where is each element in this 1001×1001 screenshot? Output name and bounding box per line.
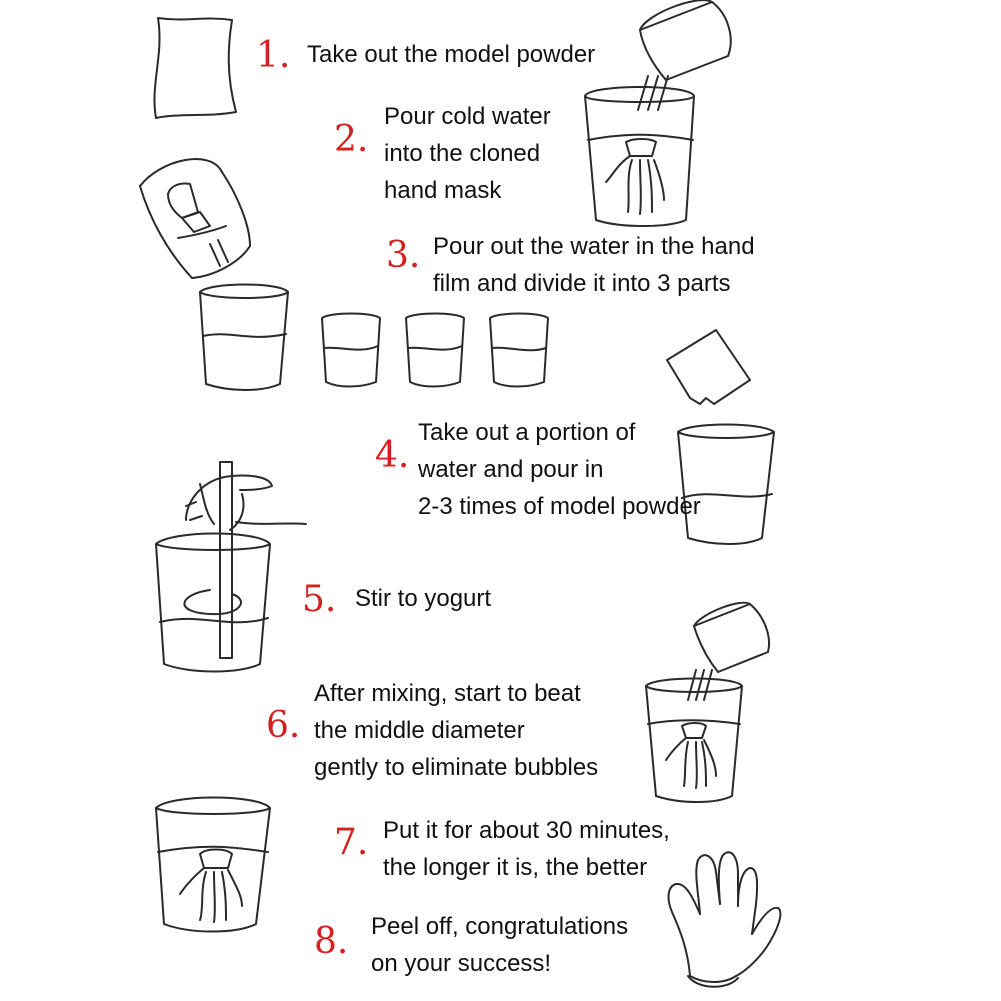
step-text-line: the middle diameter xyxy=(314,712,598,749)
powder-cup-icon xyxy=(640,0,731,80)
step-text: Stir to yogurt xyxy=(355,580,491,617)
step-number: 1. xyxy=(256,38,290,74)
step-text-line: gently to eliminate bubbles xyxy=(314,749,598,786)
step-text-line: hand mask xyxy=(384,172,551,209)
step-number: 4. xyxy=(375,438,409,474)
water-cup-hand-mask-icon xyxy=(646,679,742,803)
step-text-line: 2-3 times of model powder xyxy=(418,488,701,525)
step-text: Take out the model powder xyxy=(307,36,595,73)
step-number: 7. xyxy=(334,825,368,861)
step-text-line: water and pour in xyxy=(418,451,701,488)
submerged-hand-cup-icon xyxy=(156,798,270,932)
step-number: 3. xyxy=(386,238,420,274)
small-water-cup-icon xyxy=(406,314,464,387)
pour-lines-icon xyxy=(688,670,712,700)
step-text-line: on your success! xyxy=(371,945,628,982)
pour-lines-icon xyxy=(638,76,668,110)
step-text: Pour cold water into the cloned hand mas… xyxy=(384,98,551,209)
step-number: 5. xyxy=(302,582,336,618)
hand-stirring-icon xyxy=(186,462,306,658)
step-text-line: Pour cold water xyxy=(384,98,551,135)
step-number: 2. xyxy=(334,122,368,158)
step-text-line: the longer it is, the better xyxy=(383,849,670,886)
step-text-line: Stir to yogurt xyxy=(355,580,491,617)
large-water-cup-icon xyxy=(200,285,288,391)
step-text: Pour out the water in the hand film and … xyxy=(433,228,755,302)
powder-bag-icon xyxy=(154,18,236,118)
step-number: 6. xyxy=(266,708,300,744)
step-text-line: Take out the model powder xyxy=(307,36,595,73)
step-text: Peel off, congratulations on your succes… xyxy=(371,908,628,982)
step-text: After mixing, start to beat the middle d… xyxy=(314,675,598,786)
small-water-cup-icon xyxy=(322,314,380,387)
tilted-bucket-icon xyxy=(140,159,250,278)
powder-sachet-icon xyxy=(667,330,750,404)
step-text-line: Pour out the water in the hand xyxy=(433,228,755,265)
step-text-line: into the cloned xyxy=(384,135,551,172)
step-text-line: Peel off, congratulations xyxy=(371,908,628,945)
powder-cup-icon xyxy=(694,603,769,672)
step-text-line: film and divide it into 3 parts xyxy=(433,265,755,302)
step-text-line: After mixing, start to beat xyxy=(314,675,598,712)
open-hand-icon xyxy=(669,852,781,987)
step-text-line: Put it for about 30 minutes, xyxy=(383,812,670,849)
step-number: 8. xyxy=(314,924,348,960)
step-text-line: Take out a portion of xyxy=(418,414,701,451)
small-water-cup-icon xyxy=(490,314,548,387)
step-text: Take out a portion of water and pour in … xyxy=(418,414,701,525)
step-text: Put it for about 30 minutes, the longer … xyxy=(383,812,670,886)
stir-cup-icon xyxy=(156,534,270,672)
